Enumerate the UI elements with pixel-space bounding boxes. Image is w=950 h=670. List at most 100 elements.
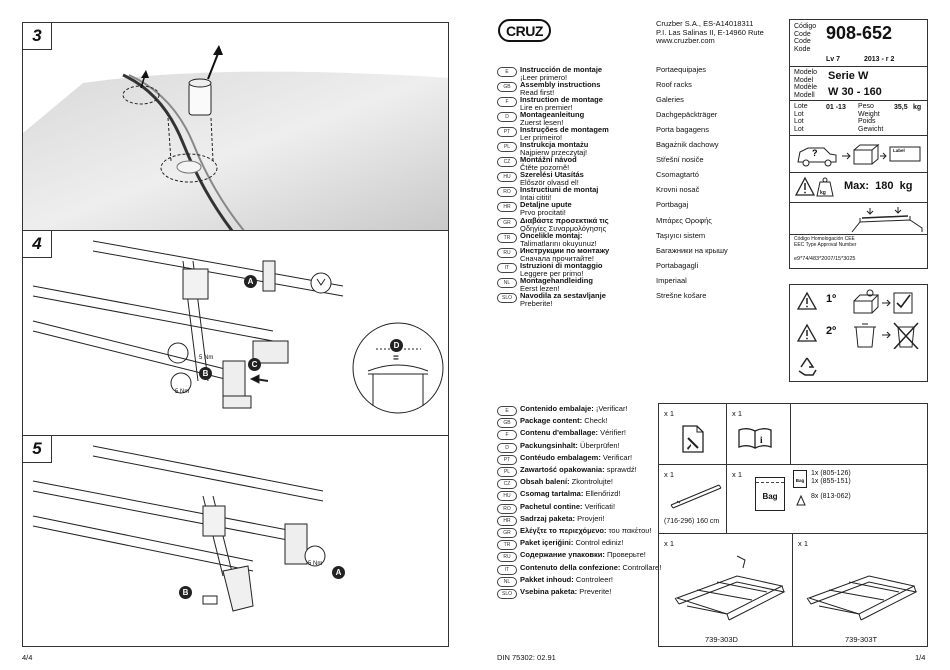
recycle-icon (798, 357, 817, 376)
product-name: Taşıyıcı sistem (656, 230, 706, 240)
rack-t-cell: x 1 739-303T (792, 533, 928, 647)
product-name: Imperiaal (656, 275, 687, 285)
language-code-badge: NL (497, 277, 517, 288)
model-value: W 30 - 160 (828, 86, 882, 98)
weight-labels: Peso Weight Poids Gewicht (858, 103, 884, 133)
lot-value: 01 -13 (826, 104, 846, 111)
language-text: Öncelikle montaj:Talimatlarını okuyunuz! (520, 230, 597, 248)
contents-text: Pachetul contine: Verificati! (520, 501, 616, 511)
page-number-right: 1/4 (915, 653, 926, 662)
weight-value: 35,5 (894, 104, 908, 111)
language-code-badge: TR (497, 232, 517, 243)
language-code-badge: GR (497, 528, 517, 538)
step-3-panel: 3 (22, 22, 449, 231)
revision: 2013 - r 2 (864, 56, 895, 63)
contents-text: Vsebina paketa: Preverite! (520, 587, 612, 596)
language-code-badge: CZ (497, 157, 517, 168)
divider (790, 172, 927, 173)
contents-text: Sadrzaj paketa: Provjeri! (520, 513, 605, 523)
contents-text: Contenu d'emballage: Vérifier! (520, 428, 626, 438)
product-name: Porta bagagens (656, 125, 709, 135)
product-name: Střešní nosiče (656, 155, 704, 165)
step-4-panel: 4 A C B D = 5 Nm 5 Nm (22, 230, 449, 436)
language-code-badge: D (497, 112, 517, 123)
product-name: Galeries (656, 95, 684, 105)
torque-label: 5 Nm (308, 561, 323, 567)
language-code-badge: TR (497, 540, 517, 551)
warning-icon (796, 291, 818, 310)
language-code-badge: HU (497, 491, 517, 502)
product-name: Багажники на крышу (656, 245, 728, 255)
divider (790, 234, 927, 235)
code-labels: Código Code Code Kode (794, 23, 817, 53)
brand-logo: CRUZ (498, 19, 551, 42)
contents-text: Packungsinhalt: Überprüfen! (520, 440, 620, 450)
fastener-icon (796, 494, 806, 506)
product-name: Dachgepäckträger (656, 110, 718, 120)
manual-cell: x 1 i (726, 403, 791, 465)
language-code-badge: NL (497, 576, 517, 587)
lot-labels: Lote Lot Lot Lot (794, 103, 808, 133)
torque-label: 5 Nm (175, 389, 190, 395)
language-code-badge: CZ (497, 479, 517, 490)
bar-profile-icon (670, 484, 722, 509)
roof-rack-icon (806, 575, 918, 621)
step-number: 3 (23, 23, 52, 50)
product-name: Μπάρες Οροφής (656, 215, 712, 225)
svg-text:?: ? (812, 148, 818, 158)
roof-rack-icon (674, 555, 786, 621)
weight-icon-label: kg (820, 190, 826, 196)
bag-cell: x 1 Bag Bag 1x (805-126) 1x (855-151) 8x… (726, 464, 928, 534)
bag-seal (756, 482, 784, 483)
homologation-number: e9*74/483*2007/15*3025 (794, 256, 856, 262)
product-name: Portabagagli (656, 260, 699, 270)
bag-items: 1x (805-126) 1x (855-151) 8x (813-062) (811, 470, 851, 500)
manual-book-icon: i (738, 428, 772, 450)
language-code-badge: GB (497, 418, 517, 429)
callout-b: B (199, 367, 212, 380)
language-code-badge: PL (497, 467, 517, 477)
document-icon (682, 425, 704, 453)
company-info: Cruzber S.A., ES-A14018311 P.I. Las Sali… (656, 19, 764, 45)
bag-icon: Bag (755, 477, 785, 511)
package-grid: x 1 x 1 i x 1 (716-296) (658, 403, 928, 647)
language-code-badge: F (497, 430, 517, 441)
product-name: Krovni nosač (656, 185, 700, 195)
language-code-badge: GB (497, 82, 517, 93)
product-name: Portbagaj (656, 200, 689, 210)
callout-b: B (179, 586, 192, 599)
language-code-badge: GR (497, 217, 517, 228)
contents-text: Package content: Check! (520, 416, 608, 426)
warnings-box: 1º 2º (789, 284, 928, 382)
language-code-badge: E (497, 67, 517, 77)
warning-ordinal: 2º (826, 325, 837, 337)
torque-label: 5 Nm (199, 355, 214, 361)
page-number-left: 4/4 (22, 653, 33, 662)
step-5-panel: 5 A B 5 Nm (22, 435, 449, 647)
language-code-badge: RU (497, 552, 517, 563)
din-standard: DIN 75302: 02.91 (497, 653, 556, 662)
language-code-badge: IT (497, 564, 517, 575)
callout-a: A (332, 566, 345, 579)
